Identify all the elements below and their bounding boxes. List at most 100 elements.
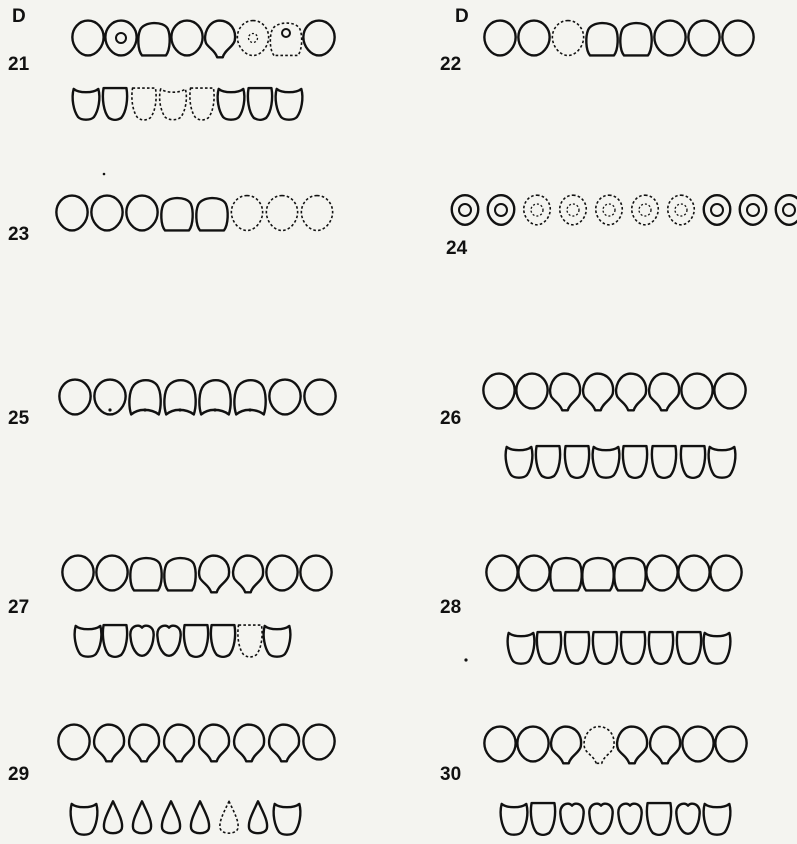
lower-row-tooth (246, 86, 274, 122)
upper-row-tooth (517, 554, 551, 592)
lower-row-tooth (591, 445, 621, 479)
upper-row-tooth (645, 554, 679, 592)
lower-row-tooth (529, 801, 557, 837)
upper-row-tooth (197, 723, 231, 763)
lower-row-tooth (189, 800, 211, 835)
upper-row-tooth (302, 19, 336, 57)
figure-number-label: 22 (440, 54, 461, 75)
upper-row-tooth (515, 372, 549, 410)
upper-row-tooth (61, 554, 95, 592)
upper-row-tooth (57, 723, 91, 761)
upper-row-tooth (128, 379, 162, 416)
figure-number-label: 29 (8, 764, 29, 785)
upper-row-tooth (709, 554, 743, 592)
upper-row-tooth (630, 194, 660, 226)
figure-number-label: 28 (440, 597, 461, 618)
upper-row-tooth (714, 725, 748, 763)
lower-row-tooth (621, 444, 649, 480)
upper-row-tooth (198, 379, 232, 416)
upper-row-tooth (581, 372, 615, 412)
lower-row-tooth (506, 631, 536, 665)
lower-row-tooth (69, 802, 99, 836)
upper-row-tooth (129, 556, 163, 592)
upper-row-tooth (594, 194, 624, 226)
upper-row-tooth (615, 725, 649, 765)
lower-row-tooth (679, 444, 707, 480)
figure-panel-27: 27 (8, 554, 333, 659)
lower-row-tooth (563, 630, 591, 666)
upper-row-tooth (613, 556, 647, 592)
lower-row-tooth (272, 802, 302, 836)
upper-row-tooth (268, 378, 302, 416)
pulp-ring (638, 203, 652, 217)
pulp-ring (674, 203, 688, 217)
lower-row-tooth (702, 802, 732, 836)
upper-row-tooth (517, 19, 551, 57)
upper-row-tooth (232, 723, 266, 763)
upper-row-tooth (203, 19, 237, 59)
upper-row-tooth (681, 725, 715, 763)
upper-row-tooth (162, 723, 196, 763)
lower-row-tooth (675, 802, 701, 836)
figure-panel-30: 30 (440, 725, 748, 837)
figure-number-label: 25 (8, 408, 30, 429)
pulp-ring (566, 203, 580, 217)
figure-number-label: 26 (440, 408, 461, 429)
pulp-ring (494, 203, 508, 217)
distal-mark-label: D (12, 6, 26, 27)
upper-row-tooth (125, 194, 159, 232)
figure-panel-23: 23 (8, 194, 334, 245)
upper-row-tooth (522, 194, 552, 226)
upper-row-tooth (163, 556, 197, 592)
upper-row-tooth (137, 21, 171, 57)
cusp-dot (108, 408, 112, 412)
upper-row-tooth (236, 19, 270, 57)
lower-row-tooth (707, 445, 737, 479)
upper-row-tooth (267, 723, 301, 763)
figure-panel-22: 22D (440, 6, 755, 75)
upper-row-tooth (92, 723, 126, 763)
upper-row-tooth (482, 372, 516, 410)
cusp-dot (248, 408, 252, 412)
upper-row-tooth (614, 372, 648, 412)
figure-panel-29: 29 (8, 723, 336, 836)
lower-row-tooth (129, 624, 155, 658)
upper-row-tooth (549, 725, 583, 765)
lower-row-tooth (209, 623, 237, 659)
upper-row-tooth (230, 194, 264, 232)
upper-row-tooth (687, 19, 721, 57)
stray-dot (464, 658, 468, 662)
upper-row-tooth (713, 372, 747, 410)
figure-panel-21: 21D (8, 6, 336, 122)
lower-row-tooth (71, 87, 101, 121)
lower-row-tooth (675, 630, 703, 666)
upper-row-tooth (160, 196, 194, 232)
upper-row-tooth (581, 556, 615, 592)
figure-panel-24: 24 (446, 193, 797, 259)
pulp-ring (458, 203, 472, 217)
lower-row-tooth (101, 86, 129, 122)
figure-number-label: 24 (446, 238, 468, 259)
upper-row-tooth (197, 554, 231, 594)
lower-row-tooth (262, 624, 292, 658)
upper-row-tooth (677, 554, 711, 592)
upper-row-tooth (619, 21, 653, 57)
upper-row-tooth (58, 378, 92, 416)
figure-number-label: 23 (8, 224, 29, 245)
lower-row-tooth (160, 800, 182, 835)
upper-row-tooth (299, 554, 333, 592)
pulp-ring (115, 32, 127, 44)
pulp-ring (710, 203, 724, 217)
upper-row-tooth (231, 554, 265, 594)
upper-row-tooth (163, 379, 197, 416)
upper-row-tooth (558, 194, 588, 226)
upper-row-tooth (55, 194, 89, 232)
upper-row-tooth (71, 19, 105, 57)
upper-row-tooth (516, 725, 550, 763)
lower-row-tooth (588, 802, 614, 836)
stray-dot (102, 172, 106, 176)
upper-row-tooth (653, 19, 687, 57)
figure-panel-26: 26 (440, 372, 747, 480)
upper-row-tooth (738, 193, 768, 227)
lower-row-tooth (617, 802, 643, 836)
